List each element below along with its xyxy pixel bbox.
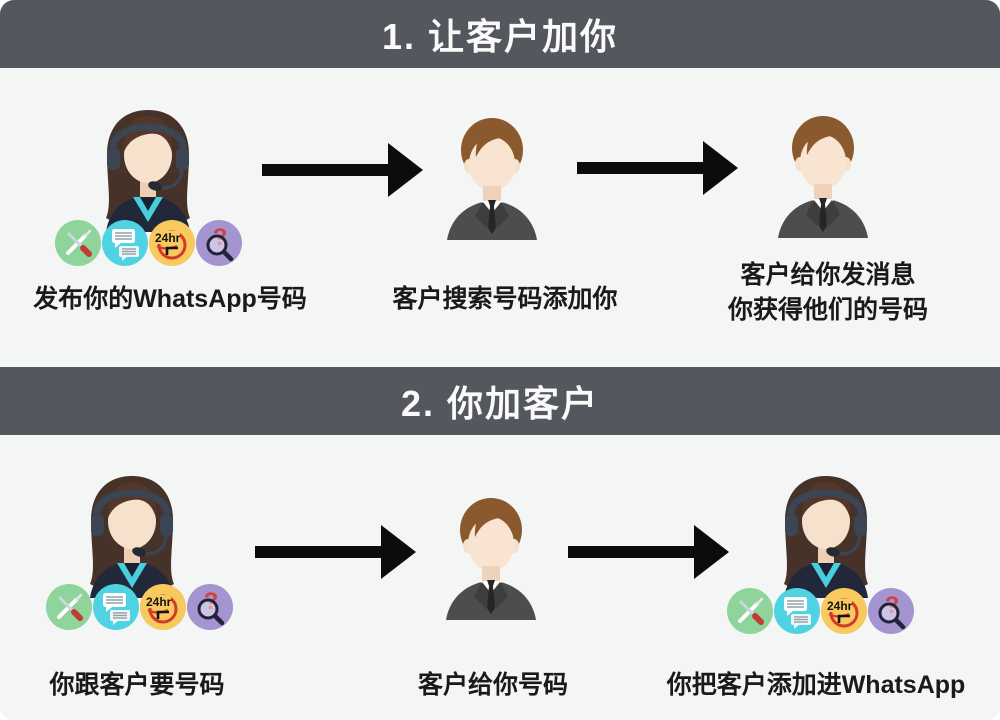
customer-avatar bbox=[768, 112, 878, 238]
arrow-right-icon bbox=[255, 524, 417, 580]
feature-icons-row bbox=[727, 588, 914, 634]
arrow-right-icon bbox=[577, 140, 739, 196]
section-2-title: 2. 你加客户 bbox=[400, 383, 600, 424]
caption-line: 发布你的WhatsApp号码 bbox=[33, 285, 307, 313]
step-caption: 你把客户添加进WhatsApp bbox=[667, 668, 966, 703]
caption-line: 你把客户添加进WhatsApp bbox=[666, 671, 966, 699]
feature-icons-row bbox=[46, 584, 233, 630]
search-question-icon bbox=[868, 588, 914, 634]
step-caption: 你跟客户要号码 bbox=[49, 668, 224, 703]
section-1-banner: 1. 让客户加你 bbox=[0, 0, 1000, 68]
caption-line: 你跟客户要号码 bbox=[49, 671, 225, 699]
step-caption: 客户搜索号码添加你 bbox=[392, 282, 617, 317]
search-question-icon bbox=[196, 220, 242, 266]
support-agent-avatar bbox=[760, 474, 892, 598]
step-caption: 发布你的WhatsApp号码 bbox=[33, 282, 307, 317]
24hr-clock-icon bbox=[821, 588, 867, 634]
section-2-banner: 2. 你加客户 bbox=[0, 367, 1000, 435]
section-1-title: 1. 让客户加你 bbox=[381, 16, 619, 57]
tools-icon bbox=[46, 584, 92, 630]
caption-line: 你获得他们的号码 bbox=[727, 296, 929, 324]
support-agent-avatar bbox=[82, 108, 214, 232]
chat-bubbles-icon bbox=[774, 588, 820, 634]
search-question-icon bbox=[187, 584, 233, 630]
caption-line: 客户给你发消息 bbox=[740, 261, 916, 289]
tools-icon bbox=[55, 220, 101, 266]
chat-bubbles-icon bbox=[93, 584, 139, 630]
tools-icon bbox=[727, 588, 773, 634]
chat-bubbles-icon bbox=[102, 220, 148, 266]
24hr-clock-icon bbox=[140, 584, 186, 630]
caption-line: 客户给你号码 bbox=[417, 671, 569, 699]
arrow-right-icon bbox=[262, 142, 424, 198]
customer-avatar bbox=[436, 494, 546, 620]
step-caption: 客户给你发消息 你获得他们的号码 bbox=[728, 258, 928, 328]
customer-avatar bbox=[437, 114, 547, 240]
feature-icons-row bbox=[55, 220, 242, 266]
support-agent-avatar bbox=[66, 474, 198, 598]
arrow-right-icon bbox=[568, 524, 730, 580]
24hr-clock-icon bbox=[149, 220, 195, 266]
caption-line: 客户搜索号码添加你 bbox=[392, 285, 618, 313]
step-caption: 客户给你号码 bbox=[418, 668, 568, 703]
